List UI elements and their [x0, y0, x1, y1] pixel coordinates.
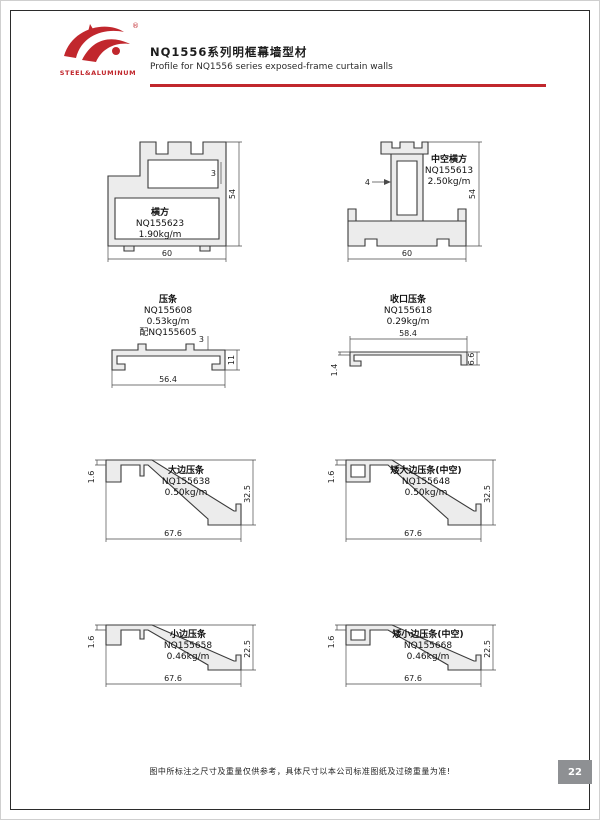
dim-thickness: 1.6: [88, 471, 96, 484]
dimension-lines: [107, 141, 242, 262]
dim-width: 58.4: [399, 329, 417, 338]
profile-cross-section: [105, 459, 242, 526]
dim-thickness: 4: [365, 178, 370, 187]
profile-weight: 0.46kg/m: [167, 652, 210, 662]
dimension-lines: [335, 459, 496, 542]
header-divider: [150, 84, 546, 87]
profile-name: 矮大边压条(中空): [389, 464, 461, 476]
profile-cross-section: [345, 624, 482, 671]
logo: ® STEEL&ALUMINUM: [50, 18, 146, 77]
footer-note: 图中所标注之尺寸及重量仅供参考，具体尺寸以本公司标准图纸及过磅重量为准!: [149, 767, 451, 776]
profile-drawing: 1.6 32.5 67.6 大边压条 NQ155638 0.50kg/m: [87, 459, 256, 542]
profile-code: NQ155648: [402, 477, 450, 487]
dim-height: 22.5: [243, 640, 252, 658]
dim-thickness: 3: [199, 335, 204, 344]
dim-arrow: [384, 179, 391, 185]
profile-weight: 2.50kg/m: [428, 177, 471, 187]
dim-width: 67.6: [164, 674, 182, 683]
profile-drawing: 压条 NQ155608 0.53kg/m 配NQ155605 56.4 11 3: [111, 293, 240, 388]
brand-text: STEEL&ALUMINUM: [59, 69, 137, 77]
profile-cross-section: [347, 141, 467, 247]
profile-name: 中空横方: [431, 153, 467, 165]
dimension-lines: [338, 336, 480, 366]
profile-drawing: 收口压条 NQ155618 0.29kg/m 58.4 6.6 1.4: [330, 293, 480, 377]
profile-weight: 0.53kg/m: [147, 317, 190, 327]
logo-icon: ®: [64, 22, 139, 62]
dim-thickness: 1.6: [328, 636, 336, 649]
profile-cell-nq155618: 收口压条 NQ155618 0.29kg/m 58.4 6.6 1.4: [328, 292, 543, 411]
dim-width: 67.6: [404, 529, 422, 538]
profile-drawing: 60 54 3 横方 NQ155623 1.90kg/m: [107, 141, 242, 262]
page-border: [10, 10, 590, 810]
dimension-lines: [111, 336, 240, 388]
dim-height: 54: [468, 189, 477, 199]
profile-name: 横方: [151, 206, 169, 218]
profile-cell-nq155648: 1.6 32.5 67.6 矮大边压条(中空) NQ155648 0.50kg/…: [327, 430, 543, 569]
profile-name: 压条: [159, 293, 178, 305]
dim-height: 32.5: [483, 485, 492, 503]
dim-width: 60: [402, 249, 412, 258]
profile-weight: 0.46kg/m: [407, 652, 450, 662]
dimension-lines: [335, 624, 496, 687]
profile-name: 大边压条: [168, 464, 205, 476]
profile-weight: 1.90kg/m: [139, 230, 182, 240]
profile-match-note: 配NQ155605: [139, 327, 196, 338]
profile-cell-nq155608: 压条 NQ155608 0.53kg/m 配NQ155605 56.4 11 3: [88, 292, 303, 411]
page-number: 22: [568, 766, 582, 778]
dim-height: 11: [227, 355, 236, 365]
profile-code: NQ155618: [384, 306, 432, 316]
dim-height: 6.6: [467, 353, 476, 366]
dim-thickness: 1.6: [328, 471, 336, 484]
dimension-lines: [95, 624, 256, 687]
profile-weight: 0.50kg/m: [165, 488, 208, 498]
dimension-lines: [347, 141, 482, 262]
profile-drawing: 1.6 32.5 67.6 矮大边压条(中空) NQ155648 0.50kg/…: [327, 459, 496, 542]
profile-cross-section: [345, 459, 482, 526]
dim-width: 56.4: [159, 375, 177, 384]
profile-cell-nq155658: 1.6 22.5 67.6 小边压条 NQ155658 0.46kg/m: [87, 575, 303, 714]
profile-drawing: 1.6 22.5 67.6 小边压条 NQ155658 0.46kg/m: [87, 624, 256, 687]
profile-drawing: 1.6 22.5 67.6 矮小边压条(中空) NQ155668 0.46kg/…: [327, 624, 496, 687]
profile-name: 矮小边压条(中空): [391, 628, 463, 640]
profile-cell-nq155668: 1.6 22.5 67.6 矮小边压条(中空) NQ155668 0.46kg/…: [327, 575, 543, 714]
dim-width: 60: [162, 249, 172, 258]
dim-thickness: 1.4: [330, 364, 339, 377]
dim-width: 67.6: [404, 674, 422, 683]
profile-code: NQ155658: [164, 641, 212, 651]
profile-cross-section: [105, 624, 242, 671]
profile-cross-section: [349, 351, 468, 367]
dim-height: 22.5: [483, 640, 492, 658]
page-title-en: Profile for NQ1556 series exposed-frame …: [150, 62, 393, 72]
profile-cell-nq155623: 60 54 3 横方 NQ155623 1.90kg/m: [88, 128, 303, 282]
dim-height: 54: [228, 189, 237, 199]
trademark-symbol: ®: [132, 22, 139, 30]
profile-code: NQ155613: [425, 166, 473, 176]
profile-weight: 0.29kg/m: [387, 317, 430, 327]
dim-thickness: 3: [211, 169, 216, 178]
dim-height: 32.5: [243, 485, 252, 503]
profile-cross-section: [107, 141, 227, 252]
profile-name: 收口压条: [390, 293, 427, 305]
dim-thickness: 1.6: [88, 636, 96, 649]
profile-drawing: 60 54 4 中空横方 NQ155613 2.50kg/m: [347, 141, 482, 262]
profile-cell-nq155613: 60 54 4 中空横方 NQ155613 2.50kg/m: [328, 128, 543, 282]
profile-code: NQ155668: [404, 641, 452, 651]
page-title-cn: NQ1556系列明框幕墙型材: [150, 45, 308, 59]
profile-cell-nq155638: 1.6 32.5 67.6 大边压条 NQ155638 0.50kg/m: [87, 430, 303, 569]
profile-code: NQ155623: [136, 219, 184, 229]
profile-code: NQ155638: [162, 477, 210, 487]
profile-code: NQ155608: [144, 306, 192, 316]
dimension-lines: [95, 459, 256, 542]
profile-name: 小边压条: [169, 628, 207, 640]
page-number-badge: 22: [558, 760, 592, 784]
profile-weight: 0.50kg/m: [405, 488, 448, 498]
dim-width: 67.6: [164, 529, 182, 538]
